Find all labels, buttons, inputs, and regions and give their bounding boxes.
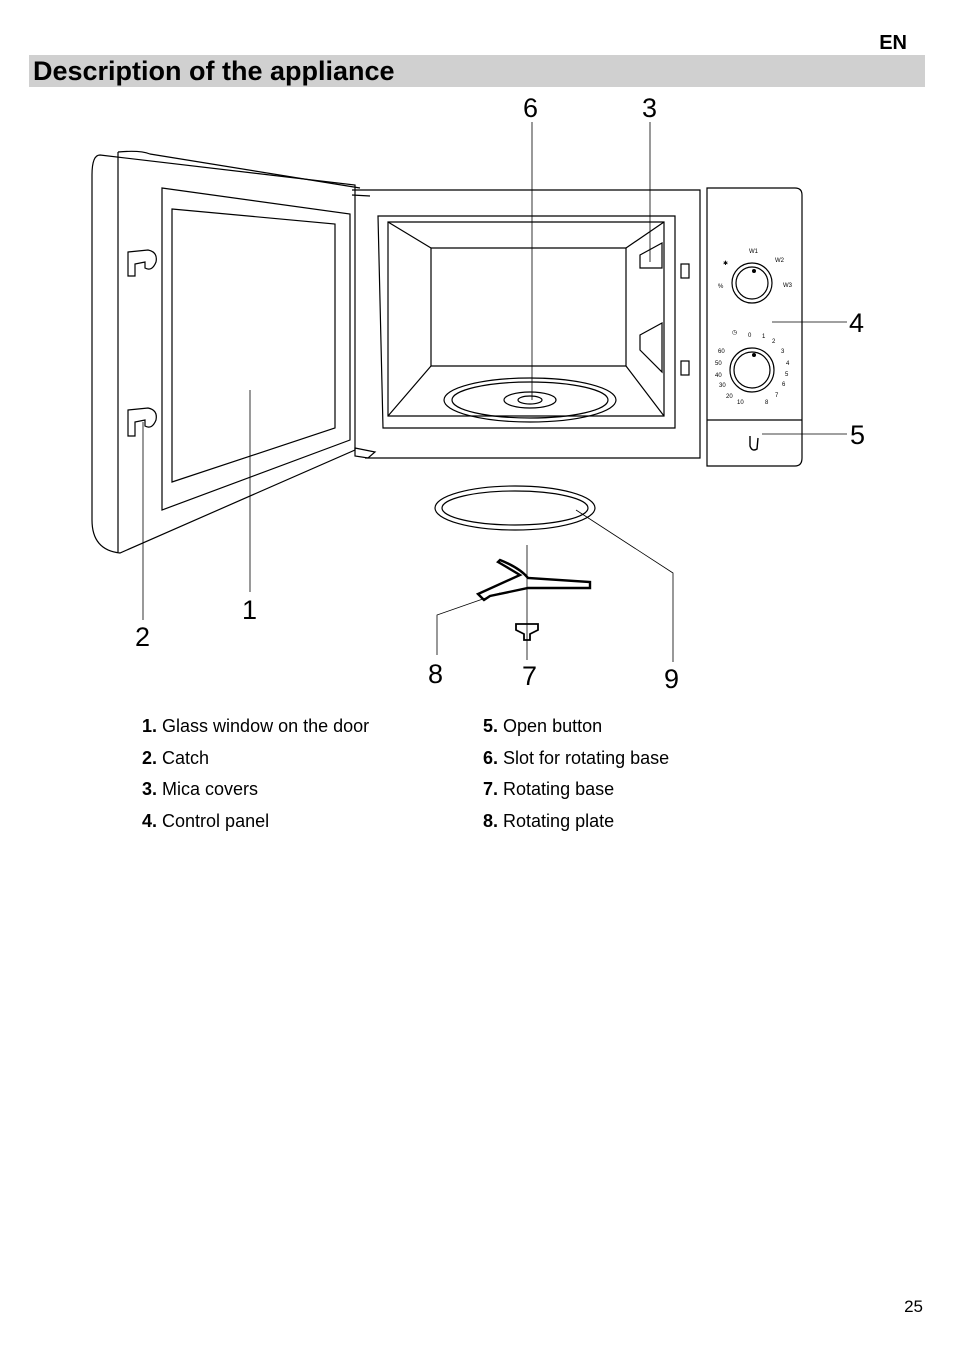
rotating-plate-icon	[475, 558, 592, 602]
door	[91, 150, 361, 554]
callout-9: 9	[664, 664, 679, 694]
legend-num: 3.	[142, 779, 158, 799]
callout-4: 4	[849, 308, 864, 338]
svg-text:7: 7	[775, 393, 779, 399]
svg-text:40: 40	[715, 373, 722, 379]
svg-text:60: 60	[718, 349, 725, 355]
legend-text: Slot for rotating base	[503, 748, 670, 768]
svg-text:6: 6	[782, 382, 786, 388]
svg-text:0: 0	[748, 333, 752, 339]
mica-cover-icon	[639, 241, 663, 374]
legend-text: Open button	[503, 716, 603, 736]
legend-num: 5.	[483, 716, 499, 736]
legend-item: 2. Catch	[142, 748, 209, 768]
legend-num: 8.	[483, 811, 499, 831]
svg-text:20: 20	[726, 394, 733, 400]
callout-7: 7	[522, 661, 537, 691]
callout-2: 2	[135, 622, 150, 652]
svg-text:50: 50	[715, 361, 722, 367]
svg-text:W1: W1	[749, 249, 759, 255]
svg-text:3: 3	[781, 349, 785, 355]
legend-item: 8. Rotating plate	[483, 811, 614, 831]
turntable-ring	[434, 485, 596, 531]
svg-text:2: 2	[772, 339, 776, 345]
legend-text: Mica covers	[162, 779, 259, 799]
legend-item: 7. Rotating base	[483, 779, 614, 799]
legend-item: 3. Mica covers	[142, 779, 258, 799]
svg-text:4: 4	[786, 361, 790, 367]
glass-window	[171, 208, 336, 483]
catch-icon	[127, 249, 157, 437]
legend-item: 5. Open button	[483, 716, 602, 736]
control-panel	[706, 187, 803, 467]
svg-text:30: 30	[719, 383, 726, 389]
legend-text: Rotating plate	[503, 811, 615, 831]
callout-3: 3	[642, 93, 657, 123]
svg-text:◷: ◷	[732, 330, 737, 336]
legend-text: Glass window on the door	[162, 716, 370, 736]
svg-text:%: %	[718, 284, 724, 290]
svg-text:✱: ✱	[723, 260, 728, 267]
callout-8: 8	[428, 659, 443, 689]
legend-text: Rotating base	[503, 779, 615, 799]
legend-text: Catch	[162, 748, 210, 768]
legend-item: 4. Control panel	[142, 811, 269, 831]
rotating-base-icon	[515, 623, 539, 641]
legend-item: 6. Slot for rotating base	[483, 748, 669, 768]
legend-num: 6.	[483, 748, 499, 768]
svg-text:10: 10	[737, 400, 744, 406]
svg-text:W3: W3	[783, 283, 793, 289]
svg-text:5: 5	[785, 372, 789, 378]
leader-lines	[142, 122, 847, 662]
oven-body	[351, 189, 701, 459]
title-bar: Description of the appliance	[29, 55, 925, 87]
callout-1: 1	[242, 595, 257, 625]
legend-num: 1.	[142, 716, 158, 736]
legend-item: 1. Glass window on the door	[142, 716, 369, 736]
legend-text: Control panel	[162, 811, 270, 831]
page-title: Description of the appliance	[33, 56, 395, 86]
legend-num: 7.	[483, 779, 499, 799]
svg-text:W2: W2	[775, 258, 785, 264]
callout-6: 6	[523, 93, 538, 123]
callout-5: 5	[850, 420, 865, 450]
legend-num: 2.	[142, 748, 158, 768]
svg-text:8: 8	[765, 400, 769, 406]
language-label: EN	[879, 32, 907, 54]
page-number: 25	[904, 1297, 923, 1316]
legend-num: 4.	[142, 811, 158, 831]
svg-text:1: 1	[762, 334, 766, 340]
